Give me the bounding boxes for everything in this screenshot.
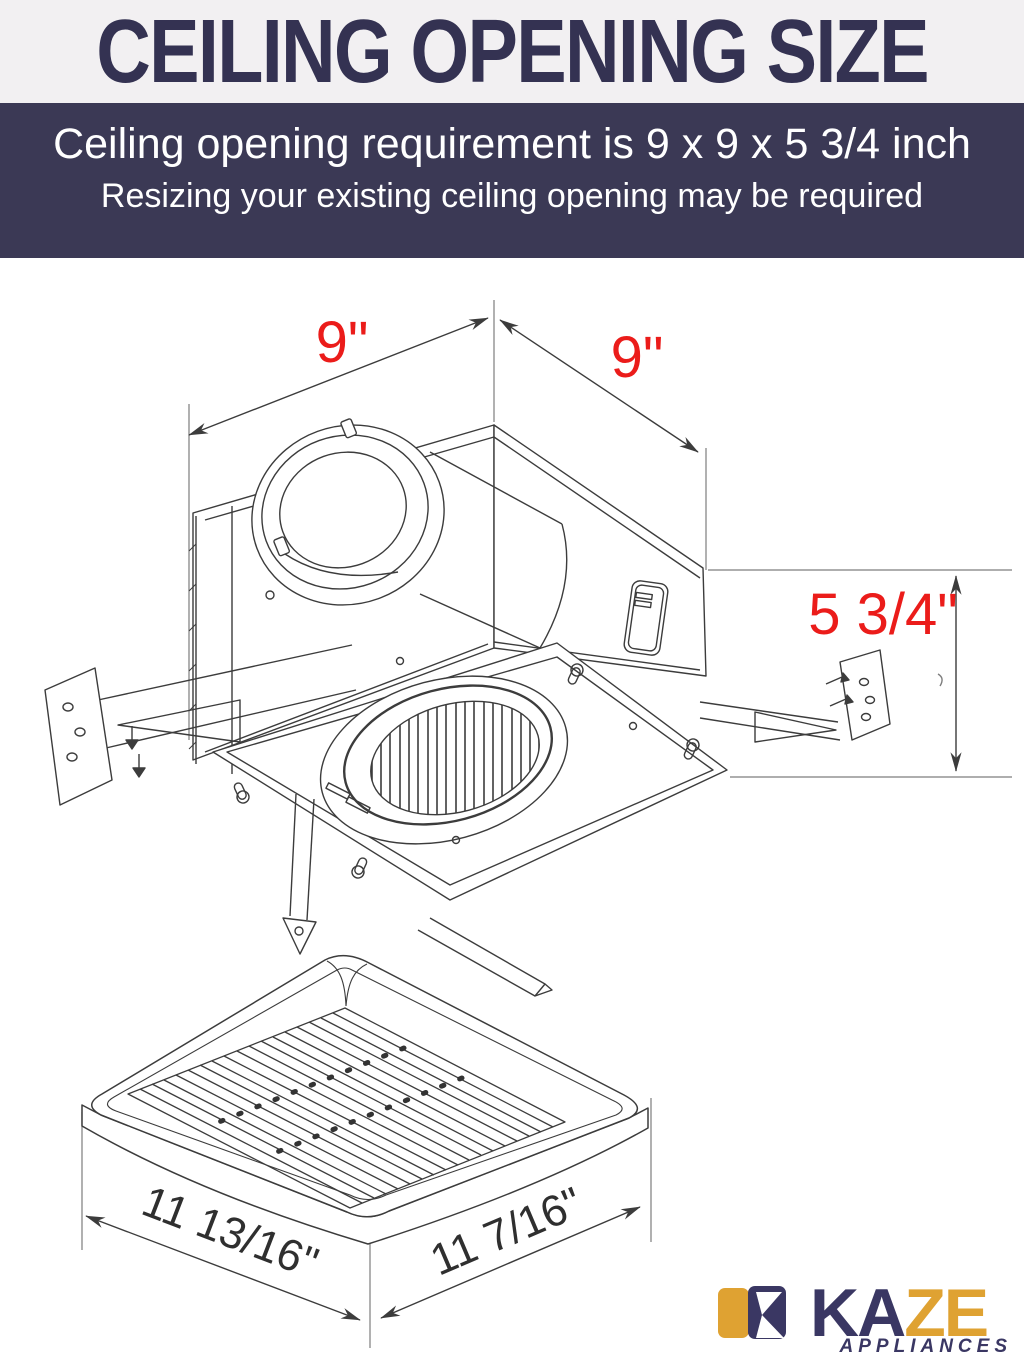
requirement-banner: Ceiling opening requirement is 9 x 9 x 5… (0, 103, 1024, 258)
dim-label-width: 9" (316, 310, 369, 375)
logo-subtitle: APPLIANCES (839, 1336, 1012, 1354)
banner-line-2: Resizing your existing ceiling opening m… (100, 177, 924, 215)
grille-louvers (127, 1007, 566, 1209)
brand-logo: KAZE APPLIANCES (718, 1276, 1012, 1354)
grille-drawing (81, 954, 649, 1245)
housing-drawing (188, 418, 943, 774)
junction-box (623, 580, 669, 656)
hanger-rails (44, 644, 891, 806)
page-title: CEILING OPENING SIZE (96, 1, 929, 102)
logo-text-ze: ZE (904, 1276, 987, 1351)
dim-label-depth: 9" (611, 325, 664, 390)
banner-line-1: Ceiling opening requirement is 9 x 9 x 5… (53, 120, 971, 168)
dim-label-height: 5 3/4" (808, 582, 958, 647)
grille-clips (206, 1045, 465, 1159)
fan-exploded-diagram: 9" 9" 5 3/4" 11 13/16" 11 7/16" (44, 300, 1012, 1348)
logo-mark-icon (718, 1286, 786, 1339)
blower-pan (212, 642, 728, 997)
logo-wordmark: KAZE (810, 1276, 987, 1351)
keyhole-slots (233, 663, 700, 879)
logo-text-ka: KA (810, 1276, 905, 1351)
extension-lines (81, 300, 1012, 1348)
dimension-arrows (85, 317, 962, 1321)
header-strip: CEILING OPENING SIZE (0, 0, 1024, 103)
